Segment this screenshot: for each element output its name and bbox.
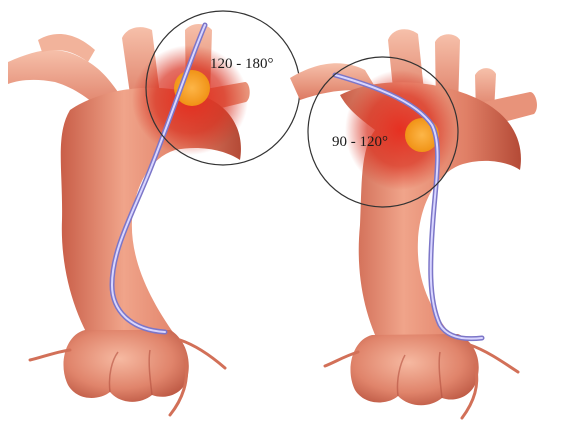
right-aortic-arch: 90 - 120°	[290, 29, 537, 418]
left-angle-label: 120 - 180°	[210, 56, 274, 72]
right-aortic-root	[350, 334, 478, 405]
left-aortic-arch: 120 - 180°	[8, 11, 300, 415]
right-angle-label: 90 - 120°	[332, 134, 388, 150]
left-aortic-root	[63, 330, 188, 402]
